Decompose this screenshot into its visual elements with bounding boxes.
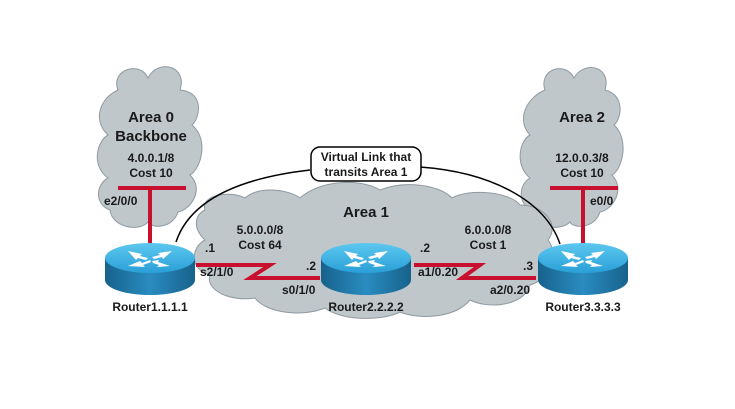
link-r2-r3: [414, 263, 536, 280]
area0-interface: e2/0/0: [104, 194, 138, 208]
r2-interface-right: a1/0.20: [418, 265, 458, 279]
router-1[interactable]: [105, 243, 195, 295]
router-2[interactable]: [321, 243, 411, 295]
router-1-name: Router1.1.1.1: [112, 300, 188, 314]
area0-title: Area 0: [128, 109, 174, 126]
area0-network: 4.0.0.1/8: [128, 151, 175, 165]
area2-title: Area 2: [559, 109, 605, 126]
router-icon: [538, 243, 628, 295]
r1-address: .1: [205, 241, 215, 255]
area1-title: Area 1: [343, 204, 389, 221]
virtual-link-label: Virtual Link that transits Area 1: [310, 146, 422, 182]
area2-network: 12.0.0.3/8: [555, 151, 609, 165]
r3-interface: a2/0.20: [490, 283, 530, 297]
link-r2-r3-cost: Cost 1: [470, 238, 507, 252]
link-r2-r3-network: 6.0.0.0/8: [465, 223, 512, 237]
area2-cost: Cost 10: [560, 166, 604, 180]
area2-ethernet-segment: [550, 186, 618, 244]
router-3[interactable]: [538, 243, 628, 295]
virtual-link-line1: Virtual Link that: [321, 150, 411, 164]
router-3-name: Router3.3.3.3: [545, 300, 621, 314]
area0-ethernet-segment: [118, 186, 186, 244]
area0-cost: Cost 10: [129, 166, 173, 180]
virtual-link-arc: [175, 166, 561, 245]
area2-interface: e0/0: [590, 194, 614, 208]
link-r1-r2-network: 5.0.0.0/8: [237, 223, 284, 237]
router-icon: [321, 243, 411, 295]
router-2-name: Router2.2.2.2: [328, 300, 404, 314]
virtual-link-line2: transits Area 1: [325, 165, 408, 179]
r1-interface: s2/1/0: [200, 265, 234, 279]
link-r1-r2-cost: Cost 64: [238, 238, 282, 252]
r2-interface-left: s0/1/0: [282, 283, 316, 297]
r2-address-left: .2: [306, 259, 316, 273]
r3-address: .3: [523, 259, 533, 273]
link-r1-r2: [196, 263, 320, 280]
area0-subtitle: Backbone: [115, 128, 187, 145]
router-icon: [105, 243, 195, 295]
r2-address-right: .2: [420, 241, 430, 255]
